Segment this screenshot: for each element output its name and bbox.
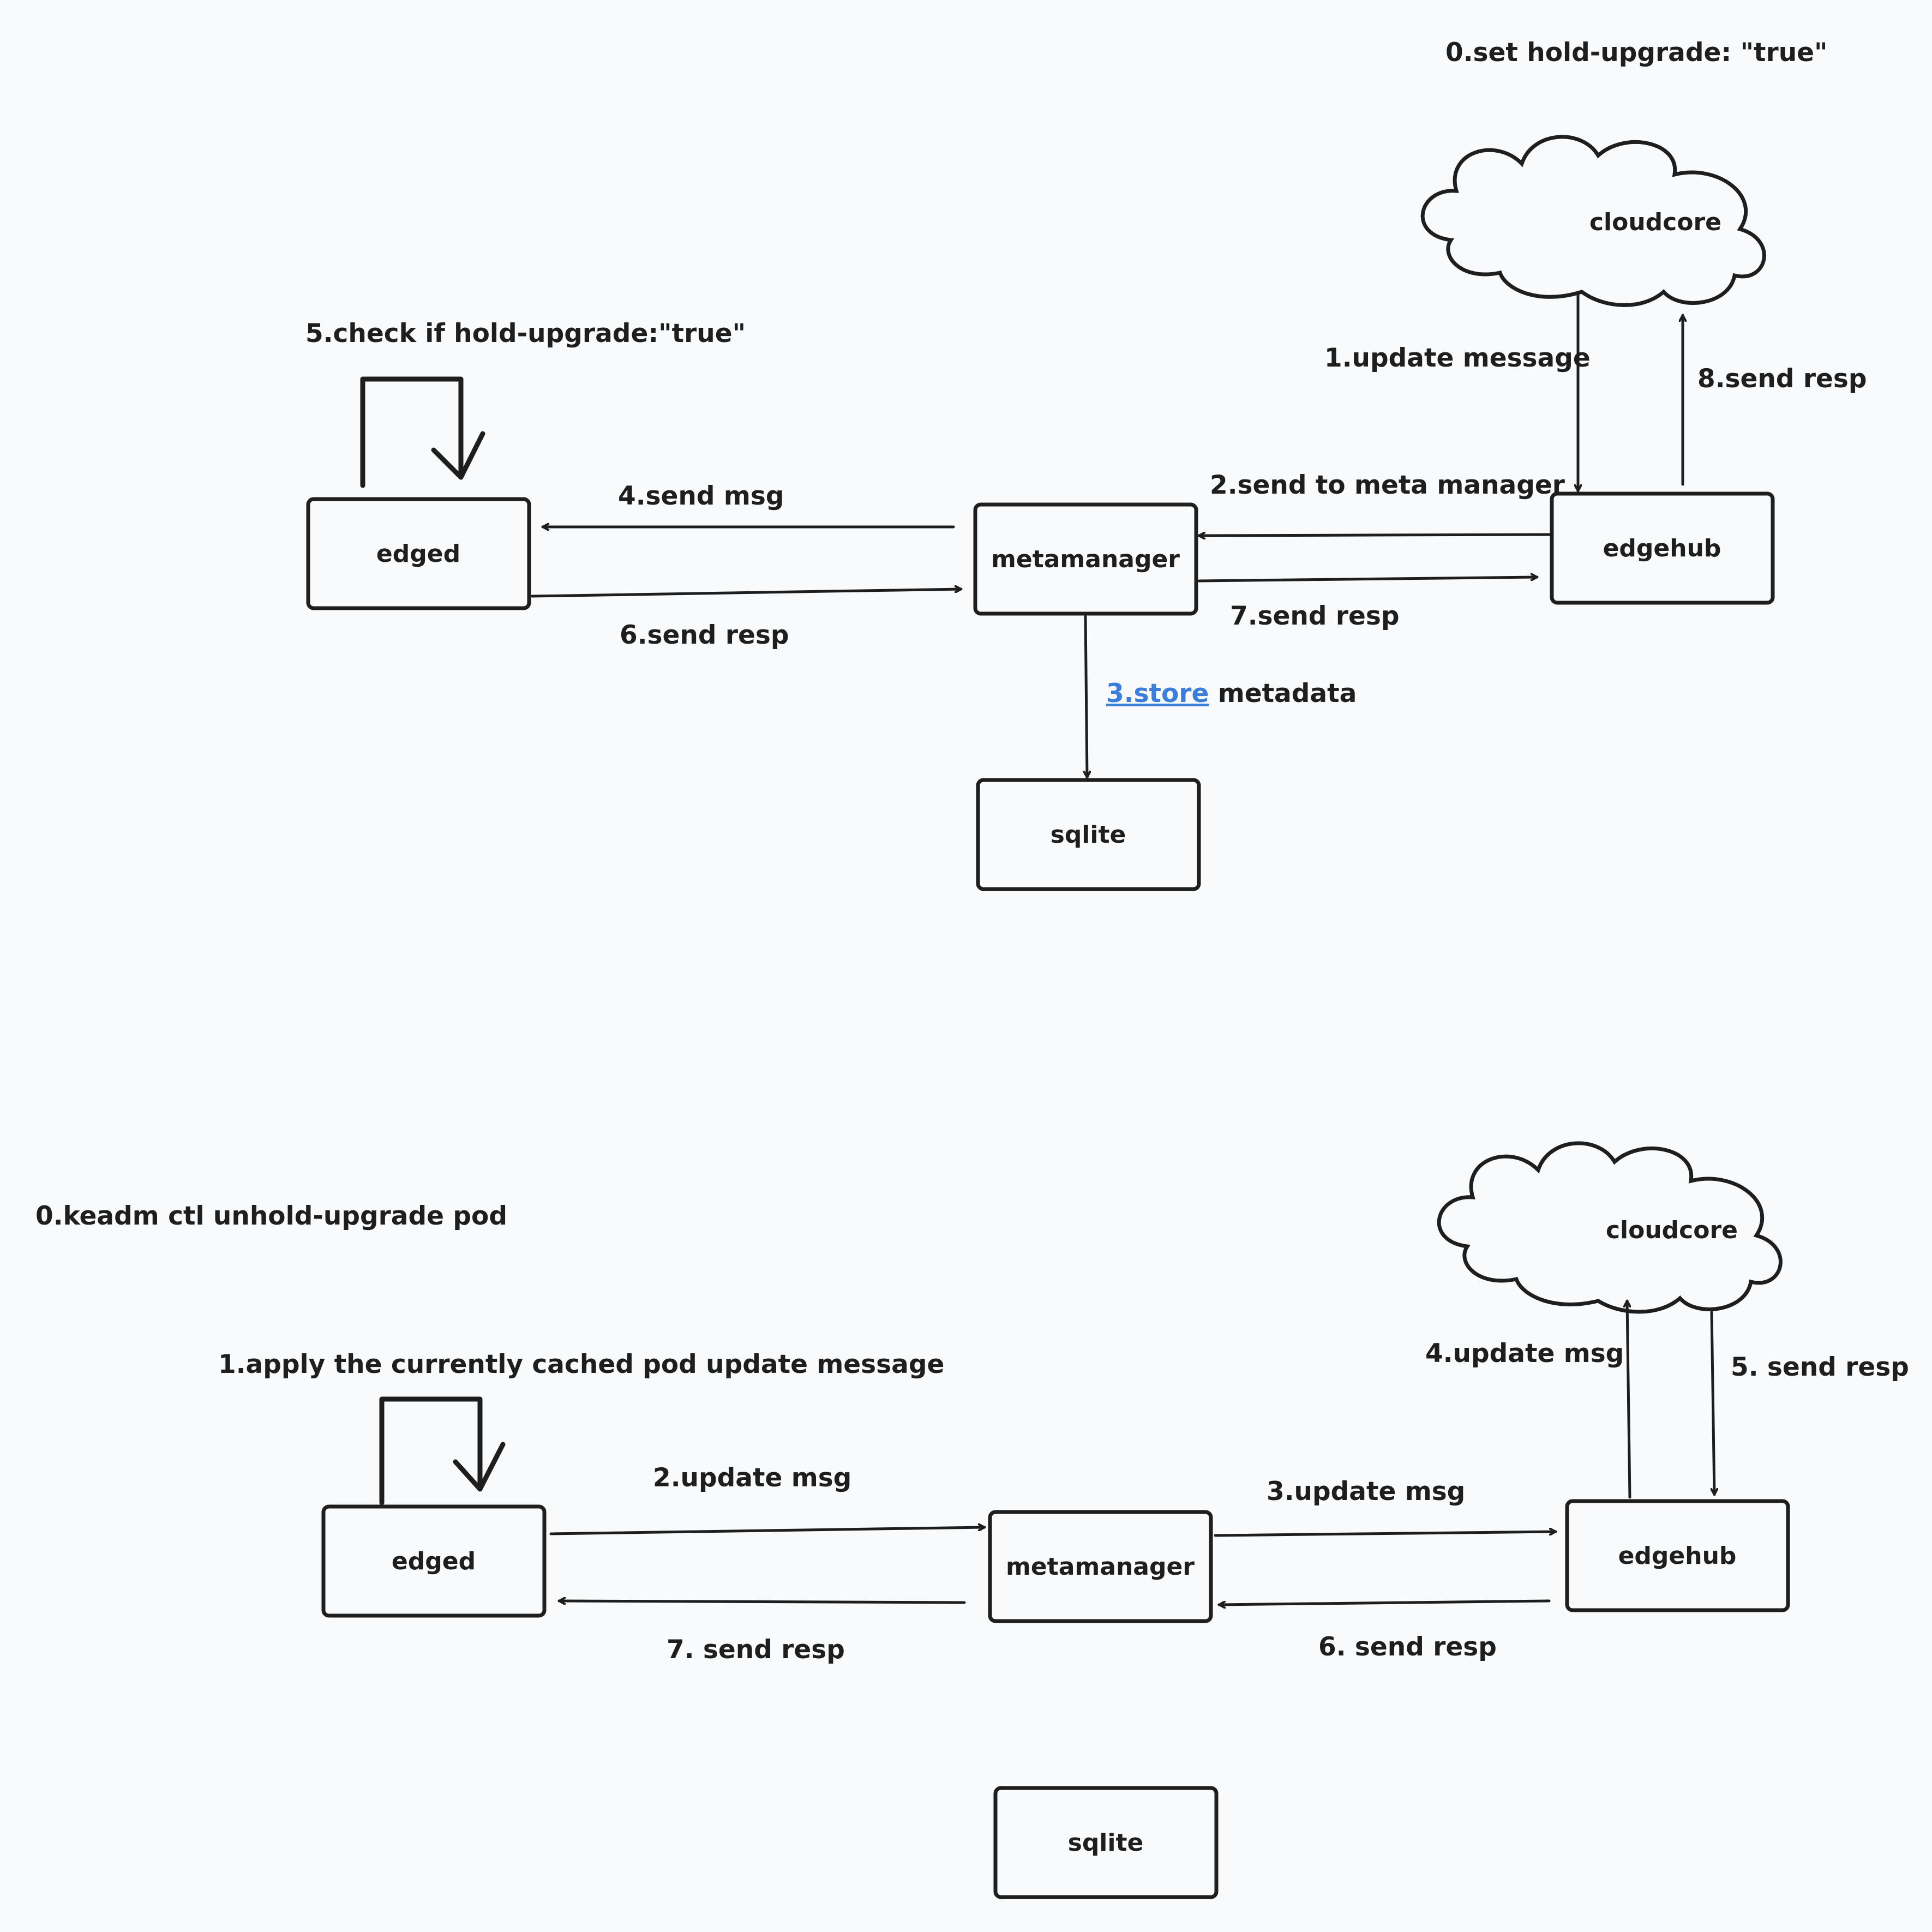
bottom-metamanager-label: metamanager	[1006, 1553, 1195, 1581]
bottom-edge-7-label: 7. send resp	[667, 1635, 845, 1665]
bottom-edge-1-label: 1.apply the currently cached pod update …	[218, 1349, 944, 1379]
bottom-title: 0.keadm ctl unhold-upgrade pod	[35, 1201, 507, 1231]
bottom-edge-3-arrow	[1214, 1532, 1557, 1537]
top-sqlite-label: sqlite	[1051, 821, 1126, 849]
top-edge-4-label: 4.send msg	[618, 481, 784, 511]
bottom-edge-6-arrow	[1217, 1599, 1551, 1605]
bottom-sqlite-box	[993, 1786, 1219, 1899]
bottom-edgehub-label: edgehub	[1618, 1542, 1737, 1570]
top-diagram: 0.set hold-upgrade: "true" cloudcore edg…	[305, 38, 1867, 891]
bottom-cloudcore-node: cloudcore	[1437, 1141, 1783, 1314]
top-sqlite-node: sqlite	[976, 778, 1201, 891]
bottom-metamanager-box	[988, 1510, 1213, 1623]
top-edge-7-label: 7.send resp	[1230, 601, 1400, 631]
bottom-edge-2-label: 2.update msg	[653, 1463, 851, 1493]
bottom-edge-4-label: 4.update msg	[1425, 1339, 1624, 1369]
top-edged-label: edged	[376, 540, 460, 568]
bottom-edge-6-label: 6. send resp	[1318, 1632, 1497, 1662]
bottom-edged-node: edged	[321, 1504, 547, 1618]
top-metamanager-box	[973, 502, 1198, 616]
bottom-edged-label: edged	[392, 1547, 476, 1575]
top-edge-2-label: 2.send to meta manager	[1210, 470, 1565, 500]
top-edgehub-box	[1550, 491, 1775, 605]
top-edge-3-link[interactable]: 3.store	[1106, 679, 1209, 709]
bottom-diagram: 0.keadm ctl unhold-upgrade pod cloudcore…	[35, 1141, 1909, 1899]
top-title: 0.set hold-upgrade: "true"	[1445, 38, 1828, 68]
top-edge-6-arrow	[530, 589, 963, 598]
top-edged-node: edged	[306, 497, 531, 610]
top-edgehub-label: edgehub	[1603, 535, 1721, 562]
top-metamanager-label: metamanager	[991, 545, 1180, 573]
bottom-metamanager-node: metamanager	[988, 1510, 1213, 1623]
top-edge-3-label: 3.store metadata	[1106, 679, 1357, 709]
top-metamanager-node: metamanager	[973, 502, 1198, 616]
top-edge-3-label-rest: metadata	[1209, 679, 1357, 709]
bottom-edge-5-label: 5. send resp	[1731, 1352, 1909, 1382]
bottom-edge-4-arrow	[1627, 1299, 1631, 1499]
top-edge-6-label: 6.send resp	[620, 620, 789, 650]
top-edge-8-label: 8.send resp	[1697, 364, 1867, 394]
bottom-edgehub-node: edgehub	[1565, 1499, 1790, 1612]
top-sqlite-box	[976, 778, 1201, 891]
top-edge-5-loop-head-icon	[431, 431, 485, 480]
bottom-cloudcore-label: cloudcore	[1606, 1216, 1738, 1244]
bottom-edge-7-arrow	[557, 1601, 966, 1603]
top-edge-5-label: 5.check if hold-upgrade:"true"	[305, 319, 746, 349]
top-cloudcore-cloud-icon	[1420, 135, 1766, 307]
bottom-edge-5-arrow	[1710, 1310, 1714, 1496]
bottom-sqlite-node: sqlite	[993, 1786, 1219, 1899]
top-edged-box	[306, 497, 531, 610]
bottom-edge-1-loop	[379, 1396, 483, 1505]
top-cloudcore-label: cloudcore	[1589, 208, 1721, 236]
bottom-sqlite-label: sqlite	[1068, 1829, 1144, 1857]
top-edge-3-arrow	[1085, 615, 1087, 779]
bottom-edged-box	[321, 1504, 547, 1618]
bottom-edge-3-label: 3.update msg	[1267, 1477, 1465, 1507]
top-edge-5-loop	[360, 376, 464, 488]
bottom-edge-2-arrow	[549, 1527, 986, 1535]
top-edge-2-arrow	[1197, 535, 1551, 536]
bottom-cloudcore-cloud-icon	[1437, 1141, 1783, 1314]
bottom-edgehub-box	[1565, 1499, 1790, 1612]
top-edge-7-arrow	[1197, 577, 1539, 583]
top-edgehub-node: edgehub	[1550, 491, 1775, 605]
bottom-edge-1-loop-head-icon	[453, 1442, 506, 1492]
top-edge-1-label: 1.update message	[1324, 343, 1591, 373]
top-cloudcore-node: cloudcore	[1420, 135, 1766, 307]
